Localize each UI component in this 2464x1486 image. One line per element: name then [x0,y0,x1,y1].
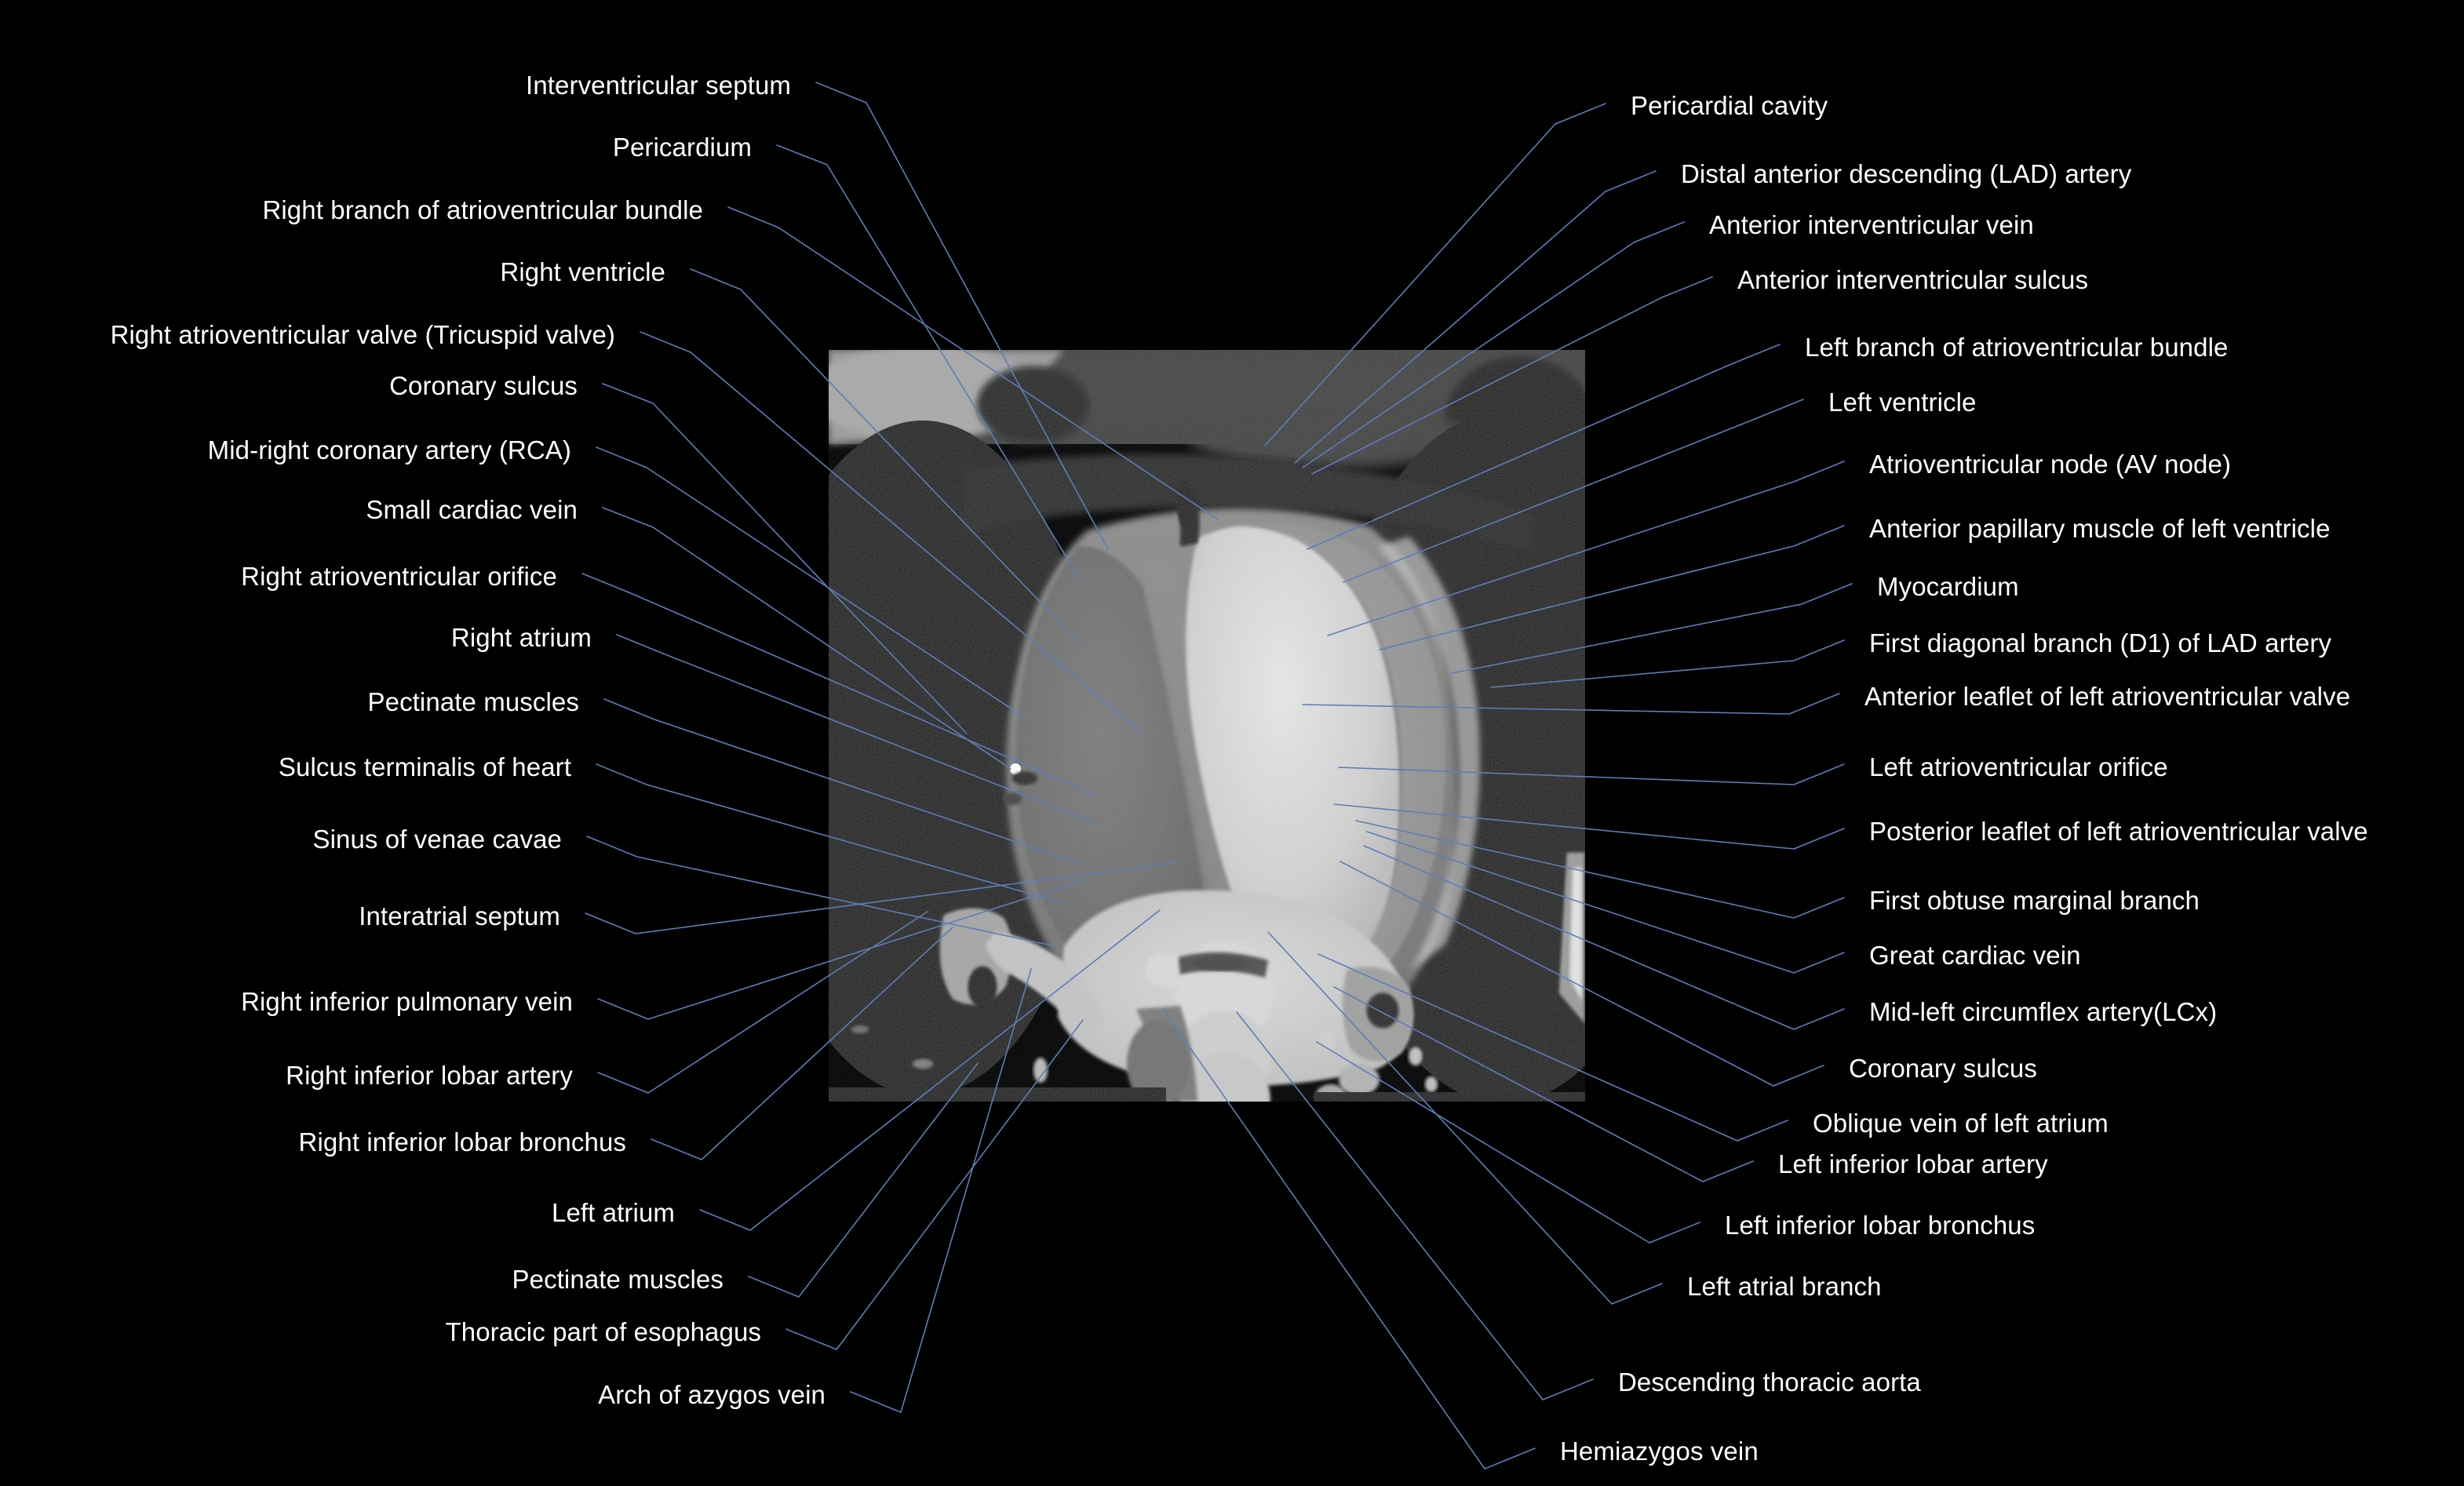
label-anterior-papillary-muscle-of-left-ventricle: Anterior papillary muscle of left ventri… [1869,514,2331,543]
label-interventricular-septum: Interventricular septum [526,71,791,100]
label-mid-left-circumflex-artery-lcx: Mid-left circumflex artery(LCx) [1869,997,2218,1026]
label-coronary-sulcus: Coronary sulcus [389,371,578,400]
label-arch-of-azygos-vein: Arch of azygos vein [598,1380,826,1409]
label-left-inferior-lobar-artery: Left inferior lobar artery [1778,1149,2048,1178]
label-coronary-sulcus: Coronary sulcus [1849,1054,2037,1083]
label-mid-right-coronary-artery-rca: Mid-right coronary artery (RCA) [207,435,571,464]
label-sinus-of-venae-cavae: Sinus of venae cavae [312,825,562,854]
label-right-inferior-lobar-bronchus: Right inferior lobar bronchus [298,1127,626,1156]
label-hemiazygos-vein: Hemiazygos vein [1560,1437,1759,1466]
label-small-cardiac-vein: Small cardiac vein [366,495,578,524]
label-right-inferior-lobar-artery: Right inferior lobar artery [286,1061,573,1090]
label-interatrial-septum: Interatrial septum [359,901,560,931]
label-first-diagonal-branch-d1-of-lad-artery: First diagonal branch (D1) of LAD artery [1869,628,2332,657]
label-anterior-interventricular-vein: Anterior interventricular vein [1709,210,2034,239]
label-great-cardiac-vein: Great cardiac vein [1869,941,2081,970]
label-left-ventricle: Left ventricle [1828,388,1977,417]
ct-image [829,350,1585,1102]
label-right-atrioventricular-valve-tricuspid-valve: Right atrioventricular valve (Tricuspid … [110,320,615,349]
label-thoracic-part-of-esophagus: Thoracic part of esophagus [445,1317,761,1346]
label-left-inferior-lobar-bronchus: Left inferior lobar bronchus [1725,1211,2036,1240]
label-myocardium: Myocardium [1877,572,2019,601]
label-posterior-leaflet-of-left-atrioventricular-valve: Posterior leaflet of left atrioventricul… [1869,817,2368,846]
label-distal-anterior-descending-lad-artery: Distal anterior descending (LAD) artery [1681,159,2132,188]
label-anterior-leaflet-of-left-atrioventricular-valve: Anterior leaflet of left atrioventricula… [1864,682,2351,711]
label-right-ventricle: Right ventricle [500,257,665,286]
label-right-branch-of-atrioventricular-bundle: Right branch of atrioventricular bundle [262,195,703,224]
label-pericardium: Pericardium [612,133,752,162]
label-right-inferior-pulmonary-vein: Right inferior pulmonary vein [241,987,573,1016]
label-pericardial-cavity: Pericardial cavity [1631,91,1828,120]
label-pectinate-muscles: Pectinate muscles [512,1265,724,1294]
label-left-atrial-branch: Left atrial branch [1687,1272,1882,1301]
label-left-atrioventricular-orifice: Left atrioventricular orifice [1869,752,2168,781]
label-right-atrioventricular-orifice: Right atrioventricular orifice [241,562,557,591]
label-left-atrium: Left atrium [552,1198,675,1227]
label-sulcus-terminalis-of-heart: Sulcus terminalis of heart [278,752,571,781]
label-right-atrium: Right atrium [450,623,592,652]
label-left-branch-of-atrioventricular-bundle: Left branch of atrioventricular bundle [1805,333,2229,362]
label-pectinate-muscles: Pectinate muscles [367,687,579,716]
label-oblique-vein-of-left-atrium: Oblique vein of left atrium [1813,1109,2109,1138]
label-descending-thoracic-aorta: Descending thoracic aorta [1618,1368,1921,1397]
label-atrioventricular-node-av-node: Atrioventricular node (AV node) [1869,450,2232,479]
label-anterior-interventricular-sulcus: Anterior interventricular sulcus [1737,265,2089,294]
label-first-obtuse-marginal-branch: First obtuse marginal branch [1869,886,2200,915]
